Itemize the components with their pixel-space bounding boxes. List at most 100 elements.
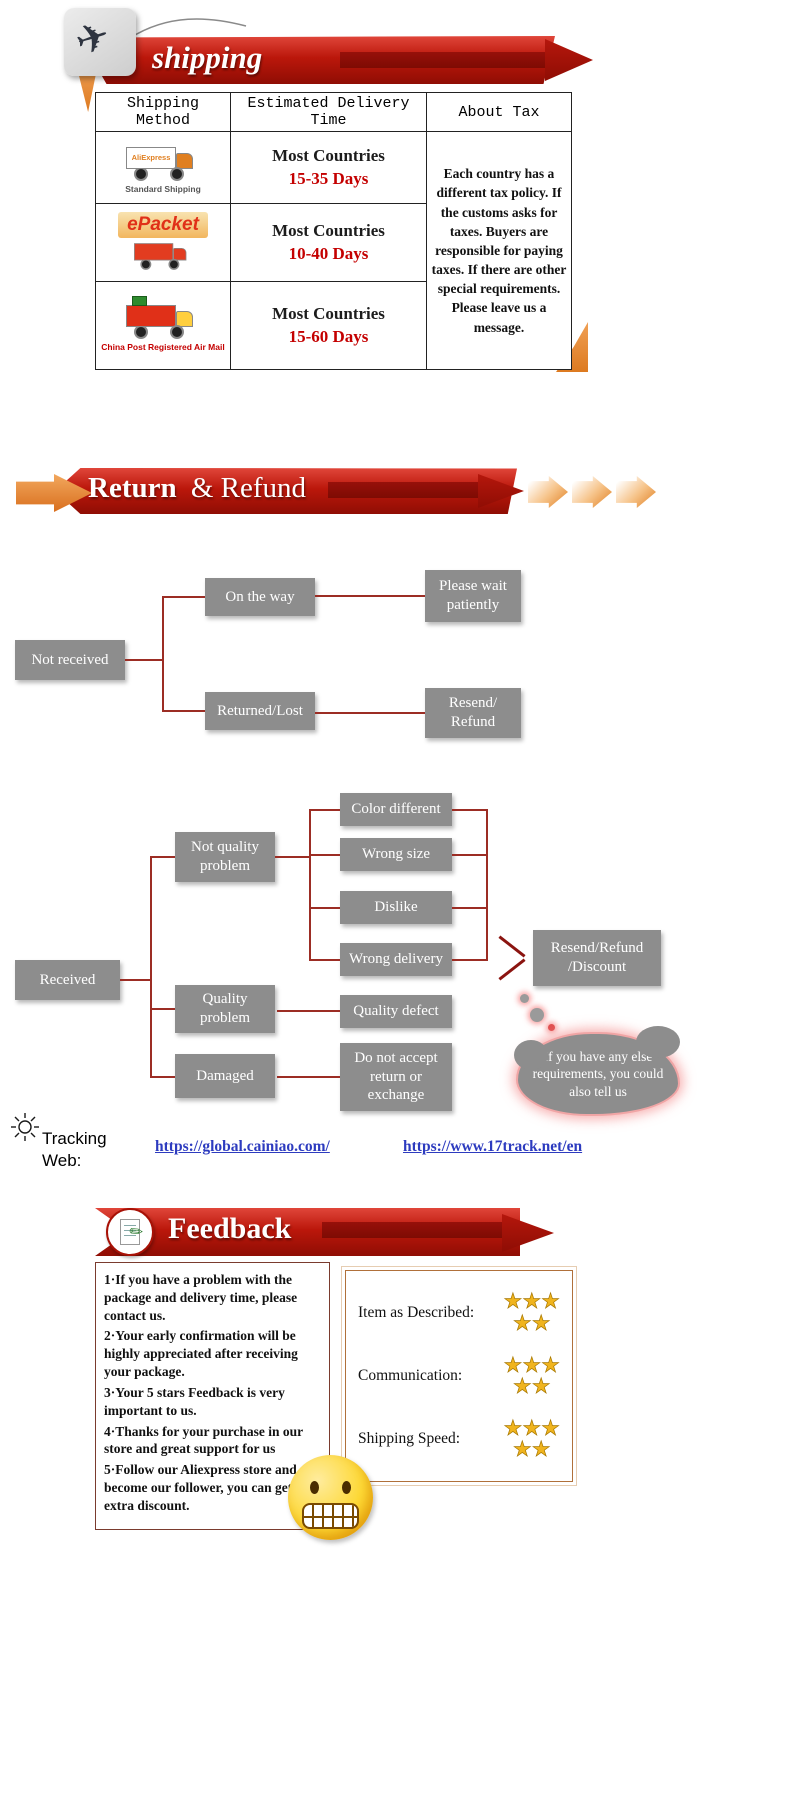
epacket-logo: ePacket <box>118 211 208 238</box>
shipping-table: Shipping Method Estimated Delivery Time … <box>95 92 572 370</box>
rating-row-communication: Communication: ★★★ ★★ <box>358 1353 560 1398</box>
return-banner-arrow-shaft <box>328 482 480 498</box>
decorative-curve <box>129 18 247 39</box>
feedback-title: Feedback <box>168 1212 292 1245</box>
table-row: AliExpress Standard Shipping Most Countr… <box>95 131 572 370</box>
flow-quality-defect: Quality defect <box>340 995 452 1028</box>
truck-body <box>126 304 176 327</box>
feedback-note: 5·Follow our Aliexpress store and become… <box>104 1462 297 1513</box>
thought-dot <box>520 994 529 1003</box>
flow-not-quality-problem: Not quality problem <box>175 832 275 882</box>
emoji-eye <box>342 1481 351 1494</box>
paper-icon <box>120 1219 140 1245</box>
flow-returned-lost: Returned/Lost <box>205 692 315 730</box>
connector-line <box>162 596 164 712</box>
cloud-note-text: If you have any else requirements, you c… <box>532 1048 664 1099</box>
connector-line <box>150 1076 175 1078</box>
stars-top: ★★★ <box>503 1290 560 1314</box>
chevron-arrow-icon <box>572 476 612 508</box>
braces-smiley-icon <box>288 1455 373 1540</box>
star-rating-icon: ★★★ ★★ <box>503 1416 560 1462</box>
flow-received: Received <box>15 960 120 1000</box>
epacket-truck-icon <box>133 240 194 270</box>
shipping-banner-arrow-head <box>545 39 593 81</box>
tax-note: Each country has a different tax policy.… <box>426 131 572 370</box>
notepad-icon: ✎ <box>106 1208 154 1256</box>
method-epacket: ePacket <box>95 203 231 282</box>
rating-label: Item as Described: <box>358 1303 475 1321</box>
flow-quality-problem: Quality problem <box>175 985 275 1033</box>
star-rating-icon: ★★★ ★★ <box>503 1290 560 1335</box>
feedback-note: 1·If you have a problem with the package… <box>104 1272 298 1323</box>
connector-line <box>309 907 340 909</box>
connector-line <box>452 907 488 909</box>
delivery-time-cell: Most Countries 15-35 Days <box>230 131 427 204</box>
connector-line <box>315 595 425 597</box>
rating-label: Communication: <box>358 1366 463 1384</box>
return-refund-title: Return & Refund <box>88 472 306 505</box>
stars-top: ★★★ <box>503 1416 560 1440</box>
tracking-link-cainiao[interactable]: https://global.cainiao.com/ <box>155 1138 330 1155</box>
connector-line <box>162 710 205 712</box>
shipping-title: shipping <box>152 40 263 75</box>
stars-top: ★★★ <box>503 1353 560 1377</box>
china-post-truck-icon <box>124 295 202 339</box>
flow-on-the-way: On the way <box>205 578 315 616</box>
col-shipping-method: Shipping Method <box>95 92 231 132</box>
delivery-time-cell: Most Countries 10-40 Days <box>230 203 427 282</box>
flow-resend-refund: Resend/ Refund <box>425 688 521 738</box>
truck-cab <box>176 152 193 169</box>
connector-line <box>452 809 488 811</box>
method-caption: China Post Registered Air Mail <box>101 341 225 352</box>
flow-no-return-exchange: Do not accept return or exchange <box>340 1043 452 1111</box>
cloud-note: If you have any else requirements, you c… <box>514 1026 680 1114</box>
connector-line <box>309 809 311 961</box>
feedback-note: 3·Your 5 stars Feedback is very importan… <box>104 1384 285 1418</box>
connector-line <box>275 856 311 858</box>
flow-wrong-size: Wrong size <box>340 838 452 871</box>
rating-row-shipping-speed: Shipping Speed: ★★★ ★★ <box>358 1416 560 1462</box>
chevron-right-icon <box>498 934 524 982</box>
feedback-banner-arrow-shaft <box>322 1222 504 1238</box>
connector-line <box>150 856 175 858</box>
rating-label: Shipping Speed: <box>358 1430 461 1448</box>
flow-outcome-resend-refund-discount: Resend/Refund /Discount <box>533 930 661 986</box>
connector-line <box>315 712 425 714</box>
connector-line <box>452 959 488 961</box>
truck-cab <box>173 247 187 260</box>
stars-bottom: ★★ <box>512 1438 551 1462</box>
connector-line <box>150 856 152 1078</box>
emoji-eye <box>310 1481 319 1494</box>
connector-line <box>452 854 488 856</box>
airplane-icon: ✈ <box>64 8 136 76</box>
connector-line <box>120 979 152 981</box>
package-icon <box>132 295 147 306</box>
feedback-note: 4·Thanks for your purchase in our store … <box>104 1423 303 1457</box>
thought-dot <box>530 1008 544 1022</box>
delivery-time-cell: Most Countries 15-60 Days <box>230 281 427 370</box>
truck-body <box>134 242 174 260</box>
tracking-link-17track[interactable]: https://www.17track.net/en <box>403 1138 583 1155</box>
col-about-tax: About Tax <box>426 92 572 132</box>
countries-text: Most Countries <box>272 221 385 240</box>
days-text: 10-40 Days <box>288 244 369 263</box>
flow-color-different: Color different <box>340 793 452 826</box>
table-row: ePacket Most Countries 10-40 Days <box>95 203 572 282</box>
connector-line <box>486 809 488 961</box>
connector-line <box>309 809 340 811</box>
rating-row-item-as-described: Item as Described: ★★★ ★★ <box>358 1290 560 1335</box>
connector-line <box>309 959 340 961</box>
feedback-ratings-box: Item as Described: ★★★ ★★ Communication:… <box>345 1270 573 1482</box>
connector-line <box>277 1010 340 1012</box>
connector-line <box>162 596 205 598</box>
connector-line <box>309 854 340 856</box>
chevron-arrow-icon <box>528 476 568 508</box>
chevron-arrow-icon <box>616 476 656 508</box>
flow-not-received: Not received <box>15 640 125 680</box>
days-text: 15-60 Days <box>288 327 369 346</box>
stars-bottom: ★★ <box>512 1311 551 1335</box>
return-title-bold: Return <box>88 472 177 504</box>
aliexpress-truck-icon: AliExpress <box>124 143 202 181</box>
connector-line <box>125 659 163 661</box>
connector-line <box>277 1076 340 1078</box>
